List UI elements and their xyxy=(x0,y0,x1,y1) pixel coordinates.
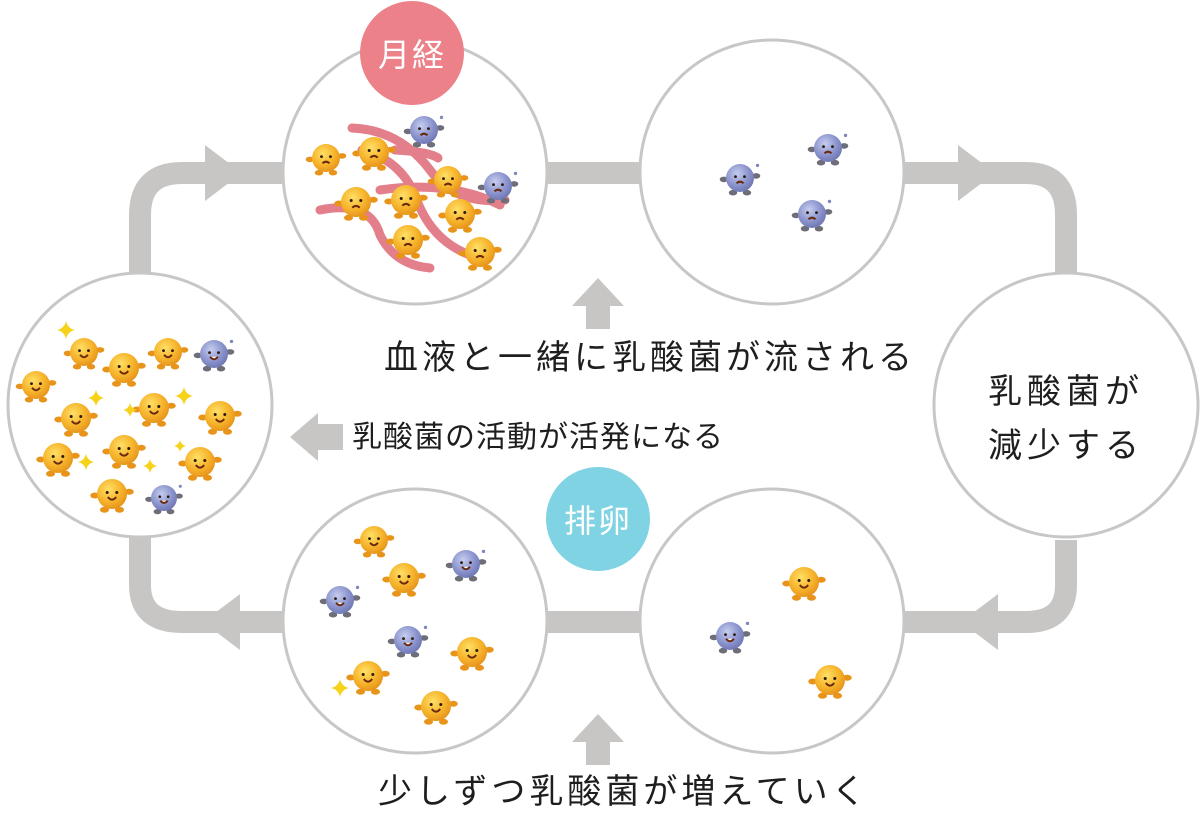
caption-decrease: 乳酸菌が 減少する xyxy=(935,365,1197,473)
other-bacteria-icon xyxy=(403,115,445,148)
lactobacillus-icon xyxy=(808,665,852,699)
lactobacillus-icon xyxy=(54,403,98,437)
caption-decrease-line1: 乳酸菌が xyxy=(988,372,1144,412)
caption-increasing: 少しずつ乳酸菌が増えていく xyxy=(378,772,870,812)
sparkle-icon xyxy=(174,440,186,452)
lactobacillus-icon xyxy=(352,137,396,171)
arrow-up-increasing-icon xyxy=(572,714,624,765)
circle-increasing xyxy=(281,487,549,755)
circle-ovulation-start xyxy=(638,487,906,755)
lactobacillus-icon xyxy=(346,661,390,695)
lactobacillus-icon xyxy=(305,144,347,176)
lactobacillus-icon xyxy=(36,443,80,477)
arrow-up-flushed-icon xyxy=(572,278,624,329)
sparkle-icon xyxy=(123,403,137,417)
lactobacillus-icon xyxy=(458,237,502,271)
lactobacillus-icon xyxy=(414,691,458,725)
loop-arrows xyxy=(203,145,998,650)
circle-decreased xyxy=(638,38,906,306)
sparkle-icon xyxy=(57,321,75,339)
caption-active: 乳酸菌の活動が活発になる xyxy=(352,420,724,455)
other-bacteria-icon xyxy=(387,625,429,658)
other-bacteria-icon xyxy=(319,585,361,618)
other-bacteria-icon xyxy=(791,199,833,232)
sparkle-icon xyxy=(88,390,104,406)
lactobacillus-icon xyxy=(438,199,482,233)
circle-right xyxy=(932,271,1200,539)
lactobacillus-icon xyxy=(353,526,395,558)
other-bacteria-icon xyxy=(807,133,849,166)
other-bacteria-icon xyxy=(709,621,751,654)
sparkle-icon xyxy=(331,679,349,697)
arrow-icon xyxy=(961,594,998,650)
lactobacillus-icon xyxy=(198,401,242,435)
lactobacillus-icon xyxy=(147,338,189,370)
other-bacteria-icon xyxy=(477,171,519,204)
lactobacillus-icon xyxy=(384,185,428,219)
lactobacillus-icon xyxy=(386,225,430,259)
lactobacillus-icon xyxy=(178,447,222,481)
lactobacillus-icon xyxy=(427,166,469,198)
other-bacteria-icon xyxy=(445,549,487,582)
arrow-icon xyxy=(205,145,242,201)
lactobacillus-icon xyxy=(132,393,176,427)
loop-track xyxy=(129,162,1077,633)
other-bacteria-icon xyxy=(193,339,235,372)
menstruation-badge: 月経 xyxy=(360,1,464,105)
other-bacteria-icon xyxy=(719,163,761,196)
caption-flushed: 血液と一緒に乳酸菌が流される xyxy=(384,338,916,378)
caption-decrease-line2: 減少する xyxy=(988,426,1144,466)
lactobacillus-icon xyxy=(334,187,378,221)
lactobacillus-icon xyxy=(63,338,105,370)
sparkle-icon xyxy=(143,459,157,473)
lactobacillus-icon xyxy=(450,637,494,671)
lactobacillus-icon xyxy=(90,479,134,513)
lactobacillus-icon xyxy=(382,563,426,597)
other-bacteria-icon xyxy=(145,484,183,515)
arrow-left-active-icon xyxy=(290,413,343,461)
lactobacillus-icon xyxy=(15,371,57,403)
arrow-icon xyxy=(203,594,240,650)
lactobacillus-icon xyxy=(102,435,146,469)
lactobacillus-icon xyxy=(782,567,826,601)
sparkle-icon xyxy=(175,387,193,405)
sparkle-icon xyxy=(78,454,94,470)
lactobacillus-icon xyxy=(102,353,146,387)
ovulation-badge: 排卵 xyxy=(546,467,650,571)
arrow-icon xyxy=(958,145,995,201)
